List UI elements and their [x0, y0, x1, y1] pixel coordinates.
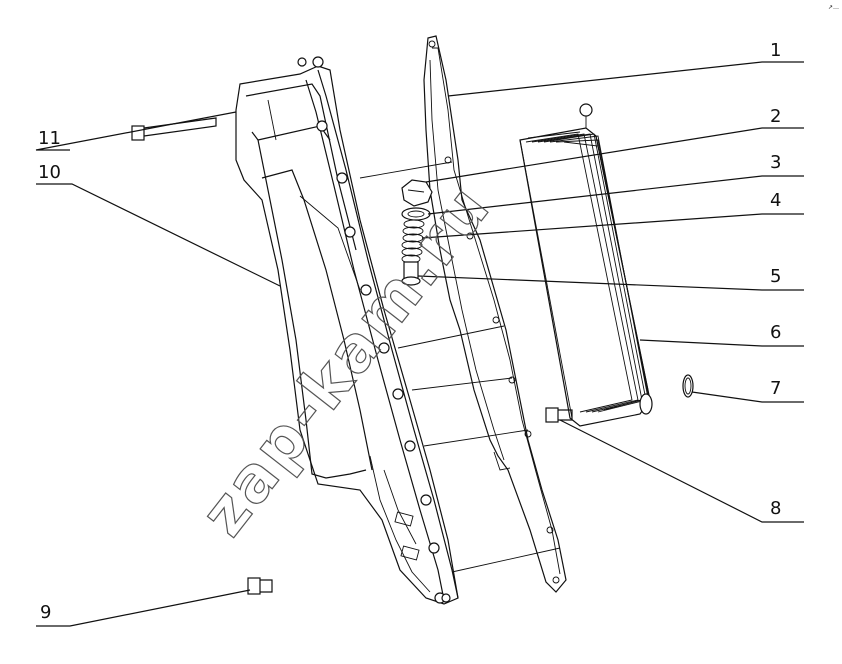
gasket: [423, 35, 567, 593]
callout-7: 7: [770, 378, 781, 399]
leader-lines: [35, 61, 804, 627]
cooler-core-part-6: [519, 103, 653, 427]
callout-11: 11: [38, 128, 61, 149]
callout-6: 6: [770, 322, 781, 343]
callout-10: 10: [38, 162, 61, 183]
callout-3: 3: [770, 152, 781, 173]
cooler-housing: [235, 56, 459, 605]
bolt-part-8: [545, 407, 573, 423]
callout-1: 1: [770, 40, 781, 61]
o-ring-part-7: [682, 374, 694, 398]
spring-part-4: [401, 219, 425, 264]
callout-8: 8: [770, 498, 781, 519]
bolt-part-9: [247, 577, 273, 595]
housing-flange-bolts: [297, 56, 451, 604]
plug-part-2: [401, 179, 433, 207]
corner-mark: ↗…: [828, 4, 839, 11]
callout-4: 4: [770, 190, 781, 211]
callout-2: 2: [770, 106, 781, 127]
callout-9: 9: [40, 602, 51, 623]
callout-labels: 1 2 3 4 5 6 7 8 9 10 11: [38, 40, 781, 623]
callout-5: 5: [770, 266, 781, 287]
bypass-valve-assembly: [401, 179, 433, 286]
